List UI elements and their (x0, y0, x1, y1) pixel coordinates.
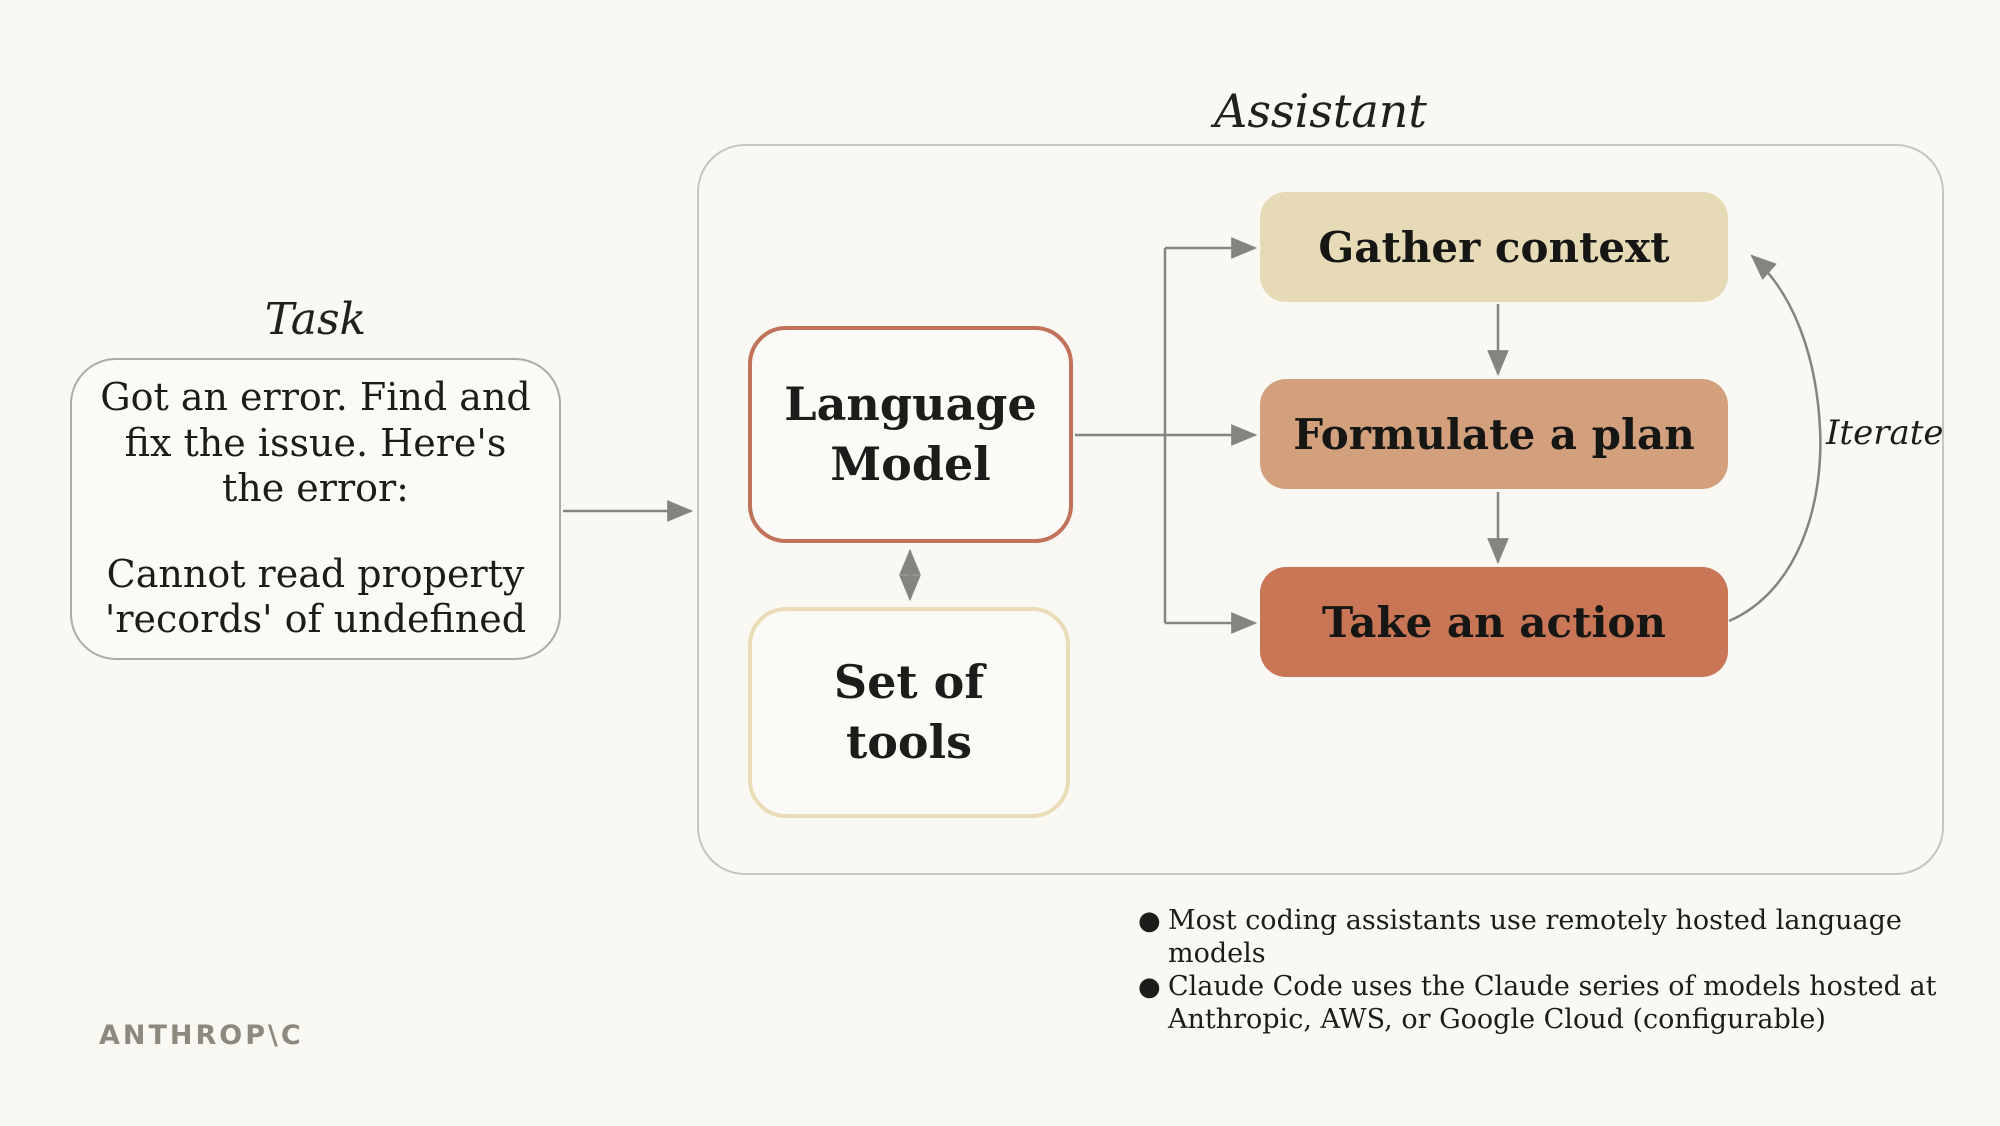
iterate-label: Iterate (1826, 413, 1944, 453)
task-box: Got an error. Find and fix the issue. He… (70, 358, 561, 660)
task-section-label: Task (264, 294, 367, 345)
set-of-tools-label: Set of tools (833, 654, 985, 769)
assistant-section-label: Assistant (1214, 84, 1427, 138)
step-gather-context: Gather context (1260, 192, 1728, 302)
step-formulate-plan-label: Formulate a plan (1293, 409, 1695, 459)
language-model-label: Language Model (784, 376, 1037, 491)
notes-list: ● Most coding assistants use remotely ho… (1138, 905, 1938, 1037)
step-formulate-plan: Formulate a plan (1260, 379, 1728, 489)
language-model-box: Language Model (748, 326, 1073, 543)
step-take-action-label: Take an action (1322, 597, 1666, 647)
note-item: ● Most coding assistants use remotely ho… (1138, 905, 1938, 971)
step-gather-context-label: Gather context (1318, 222, 1670, 272)
bullet-icon: ● (1138, 971, 1161, 1002)
note-text: Claude Code uses the Claude series of mo… (1168, 970, 1937, 1035)
task-error-text: Cannot read property 'records' of undefi… (104, 551, 527, 642)
note-item: ● Claude Code uses the Claude series of … (1138, 971, 1938, 1037)
iterate-loop-arrow (1728, 254, 1822, 623)
set-of-tools-box: Set of tools (748, 607, 1070, 818)
step-take-action: Take an action (1260, 567, 1728, 677)
bullet-icon: ● (1138, 906, 1161, 936)
assistant-container (697, 144, 1944, 875)
task-request-text: Got an error. Find and fix the issue. He… (100, 375, 531, 511)
anthropic-logo: ANTHROP\C (99, 1020, 304, 1051)
note-text: Most coding assistants use remotely host… (1168, 905, 1902, 969)
